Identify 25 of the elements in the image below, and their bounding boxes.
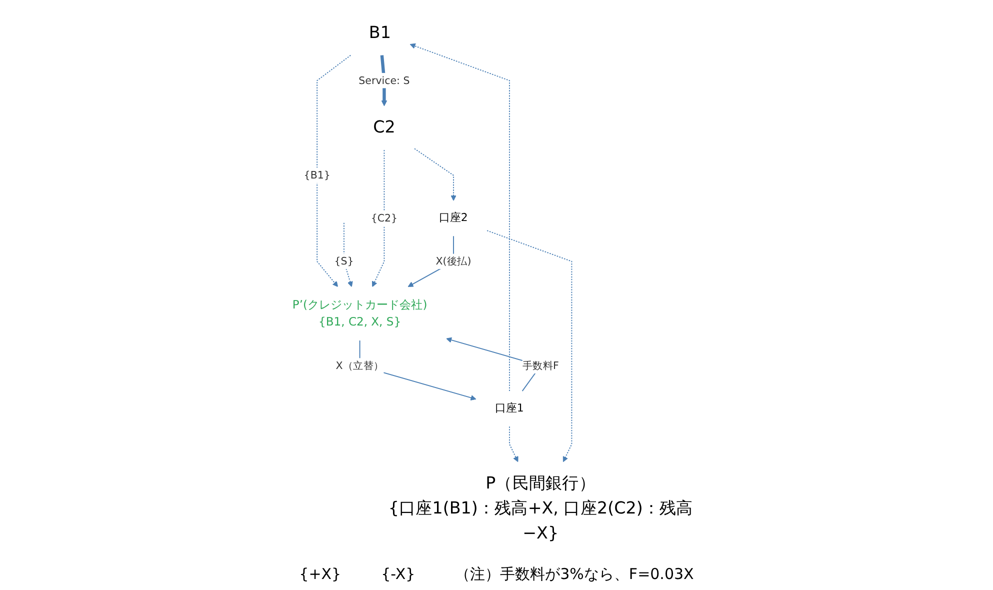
arrow [316,54,352,287]
edge-label: 手数料F [522,359,559,372]
node-text: C2 [373,118,396,138]
node-label: {口座1(B1)：残高+X, 口座2(C2)：残高−X} [388,498,693,544]
edge-label: {S} [334,255,354,268]
edge-label: {C2} [370,212,398,224]
edge-label: {B1} [304,168,330,182]
note-text: {-X} [381,565,416,584]
note-text: （注）手数料が3%なら、F=0.03X [455,565,694,584]
arrow [344,222,353,287]
arrow [486,230,572,462]
edge-label: X（立替） [336,359,384,372]
node-label: {B1, C2, X, S} [318,316,402,329]
node-text: 口座1 [495,402,524,415]
arrow [414,148,456,201]
node-text: P’(クレジットカード会社) [292,298,428,312]
node-text: 口座2 [439,211,468,224]
arrow [509,426,518,462]
arrow [410,43,510,392]
node-text: P（民間銀行） [486,474,596,494]
edge-label: Service: S [358,74,410,86]
note-text: {+X} [299,565,342,584]
node-text: B1 [368,23,391,42]
edge-label: X(後払) [436,255,472,268]
arrow [372,150,385,287]
